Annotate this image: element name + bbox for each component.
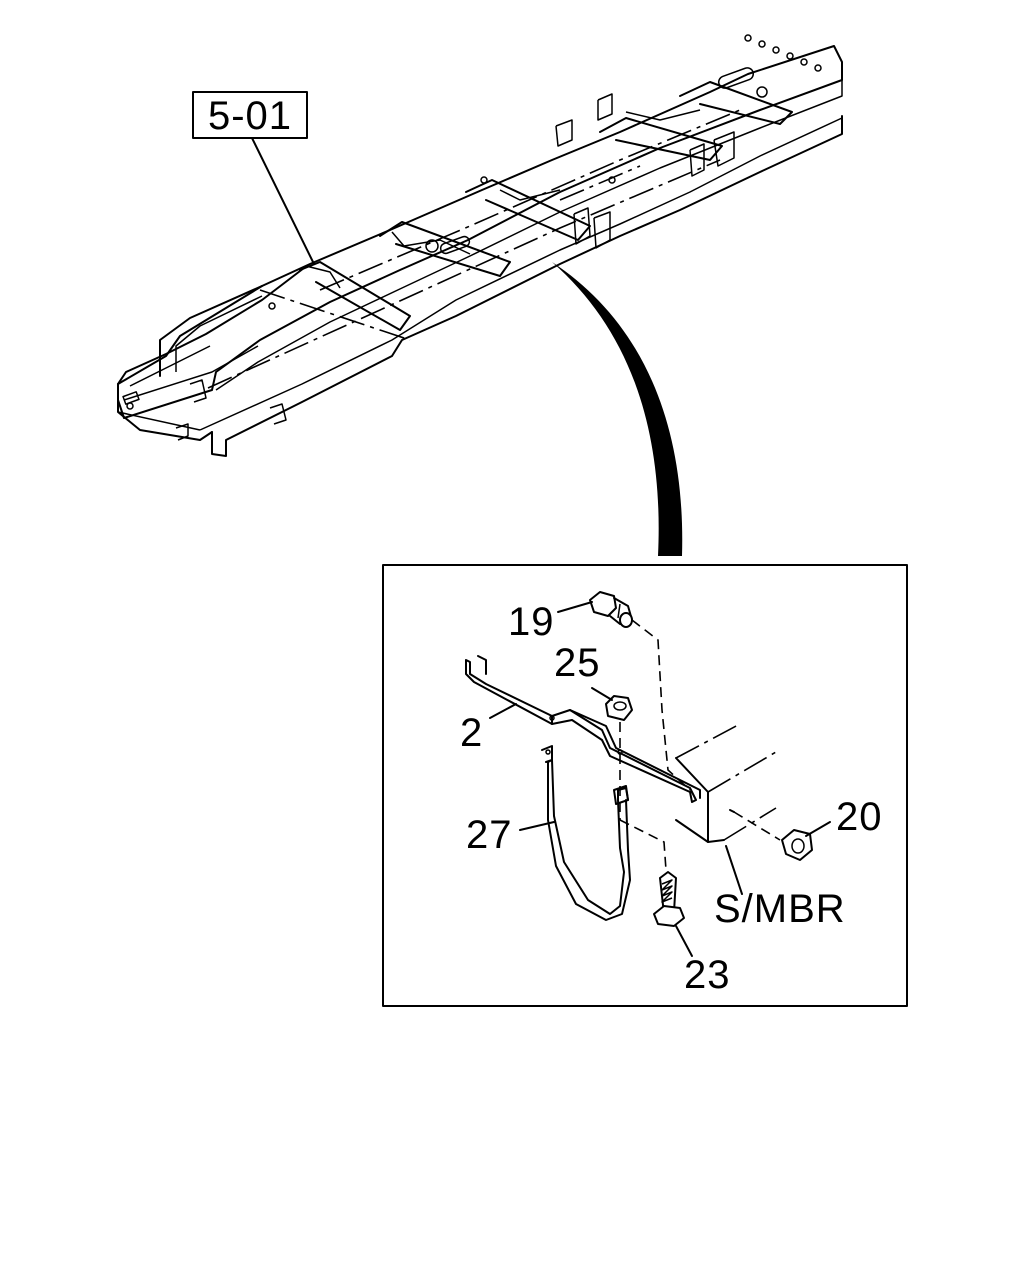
leader-lines <box>489 601 831 957</box>
detail-pointer-arrow <box>552 262 683 556</box>
callout-25[interactable]: 25 <box>554 641 601 685</box>
band-part <box>541 745 631 921</box>
callout-19[interactable]: 19 <box>508 600 555 644</box>
callout-27[interactable]: 27 <box>466 813 513 857</box>
callout-23[interactable]: 23 <box>684 953 731 997</box>
reference-text: 5-01 <box>208 94 292 138</box>
chassis-frame <box>117 34 843 457</box>
callout-2[interactable]: 2 <box>460 711 483 755</box>
callout-s-mbr[interactable]: S/MBR <box>714 887 846 931</box>
nut-20 <box>781 829 813 861</box>
bolt-23 <box>653 871 685 927</box>
bracket-part <box>465 655 701 803</box>
bolt-19 <box>589 591 633 628</box>
reference-label[interactable]: 5-01 <box>192 91 308 139</box>
nut-25 <box>605 695 633 721</box>
callout-20[interactable]: 20 <box>836 795 883 839</box>
side-member <box>675 723 777 843</box>
detail-box <box>382 564 908 1007</box>
reference-box <box>192 91 308 139</box>
reference-leader <box>251 137 315 265</box>
